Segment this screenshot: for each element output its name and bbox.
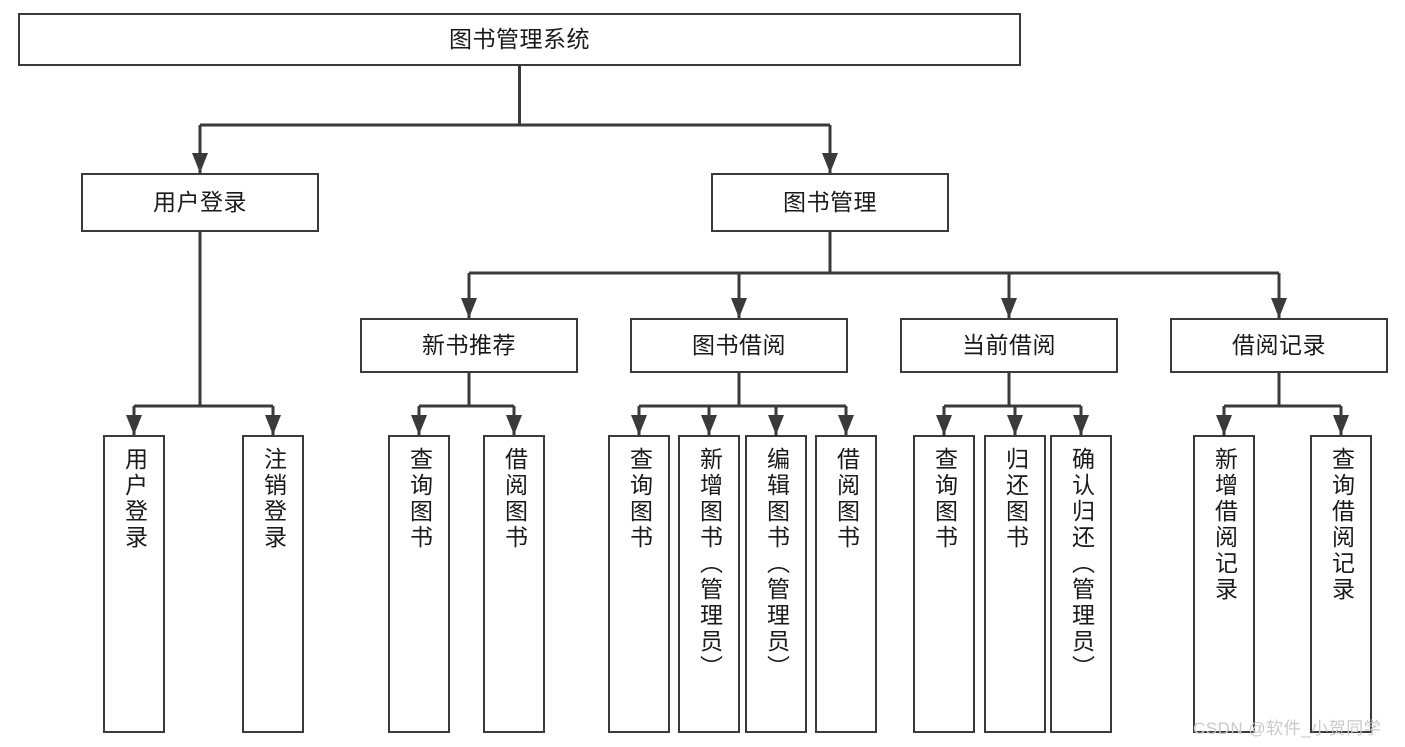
node-label: 查询图书 <box>626 447 653 551</box>
arrowhead-icon-n1 <box>192 153 208 173</box>
node-box-n13[interactable]: 编辑图书（管理员） <box>745 435 807 733</box>
node-label: 图书管理系统 <box>449 25 590 52</box>
node-label: 归还图书 <box>1002 447 1029 551</box>
arrowhead-icon-n2 <box>822 153 838 173</box>
node-box-n10[interactable]: 借阅图书 <box>483 435 545 733</box>
edge-group <box>126 66 1349 435</box>
arrowhead-icon-n19 <box>1333 415 1349 435</box>
node-label: 新增借阅记录 <box>1211 447 1238 603</box>
node-box-n11[interactable]: 查询图书 <box>608 435 670 733</box>
node-box-n8[interactable]: 注销登录 <box>242 435 304 733</box>
node-box-n15[interactable]: 查询图书 <box>913 435 975 733</box>
arrowhead-icon-n14 <box>838 415 854 435</box>
node-label: 用户登录 <box>153 188 247 215</box>
node-label: 图书借阅 <box>692 331 786 358</box>
node-box-n6[interactable]: 借阅记录 <box>1170 318 1388 373</box>
arrowhead-icon-n12 <box>701 415 717 435</box>
node-label: 确认归还（管理员） <box>1068 447 1095 681</box>
node-box-n3[interactable]: 新书推荐 <box>360 318 578 373</box>
arrowhead-icon-n7 <box>126 415 142 435</box>
arrowhead-icon-n4 <box>731 298 747 318</box>
node-box-n18[interactable]: 新增借阅记录 <box>1193 435 1255 733</box>
node-label: 借阅图书 <box>833 447 860 551</box>
arrowhead-icon-n5 <box>1001 298 1017 318</box>
node-box-n17[interactable]: 确认归还（管理员） <box>1050 435 1112 733</box>
arrowhead-icon-n11 <box>631 415 647 435</box>
node-label: 新书推荐 <box>422 331 516 358</box>
node-label: 编辑图书（管理员） <box>763 447 790 681</box>
arrowhead-icon-n3 <box>461 298 477 318</box>
node-label: 查询借阅记录 <box>1328 447 1355 603</box>
arrowhead-icon-n6 <box>1271 298 1287 318</box>
node-label: 查询图书 <box>931 447 958 551</box>
arrowhead-icon-n9 <box>411 415 427 435</box>
node-box-n16[interactable]: 归还图书 <box>984 435 1046 733</box>
node-label: 图书管理 <box>783 188 877 215</box>
node-label: 借阅记录 <box>1232 331 1326 358</box>
arrowhead-icon-n15 <box>936 415 952 435</box>
node-box-n1[interactable]: 用户登录 <box>81 173 319 232</box>
node-box-n4[interactable]: 图书借阅 <box>630 318 848 373</box>
node-label: 查询图书 <box>406 447 433 551</box>
node-label: 用户登录 <box>121 447 148 551</box>
node-label: 注销登录 <box>260 447 287 551</box>
node-box-n9[interactable]: 查询图书 <box>388 435 450 733</box>
node-box-n2[interactable]: 图书管理 <box>711 173 949 232</box>
node-box-n0[interactable]: 图书管理系统 <box>18 13 1021 66</box>
arrowhead-icon-n10 <box>506 415 522 435</box>
node-box-n5[interactable]: 当前借阅 <box>900 318 1118 373</box>
arrowhead-icon-n18 <box>1216 415 1232 435</box>
node-label: 借阅图书 <box>501 447 528 551</box>
node-box-n12[interactable]: 新增图书（管理员） <box>678 435 740 733</box>
node-label: 当前借阅 <box>962 331 1056 358</box>
node-box-n19[interactable]: 查询借阅记录 <box>1310 435 1372 733</box>
node-label: 新增图书（管理员） <box>696 447 723 681</box>
arrowhead-icon-n8 <box>265 415 281 435</box>
node-box-n7[interactable]: 用户登录 <box>103 435 165 733</box>
arrowhead-icon-n16 <box>1007 415 1023 435</box>
arrowhead-icon-n17 <box>1073 415 1089 435</box>
arrowhead-icon-n13 <box>768 415 784 435</box>
node-box-n14[interactable]: 借阅图书 <box>815 435 877 733</box>
